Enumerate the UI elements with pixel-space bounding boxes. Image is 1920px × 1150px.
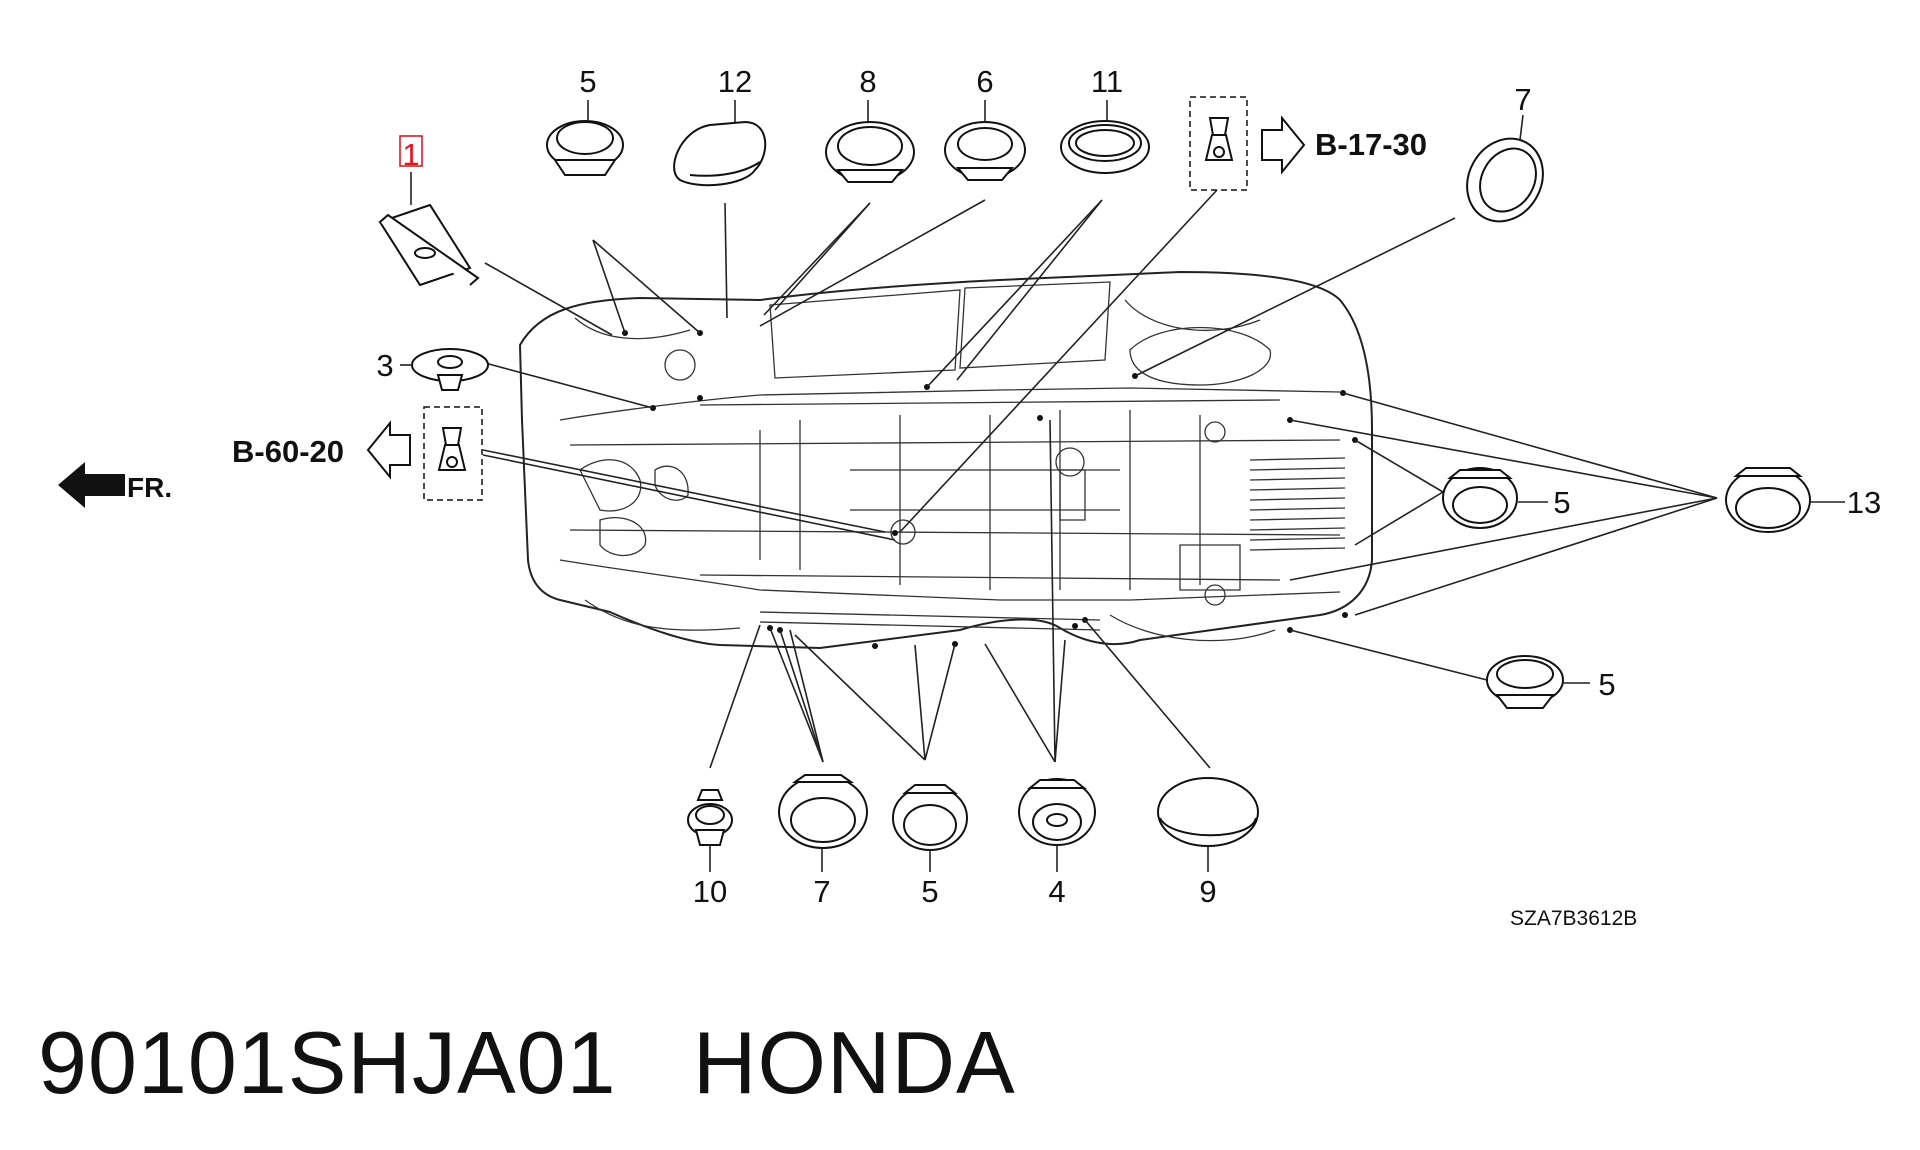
reference-box-front (1189, 96, 1306, 191)
callout-numbers: 1 3 5 12 8 6 11 7 5 13 5 10 7 5 4 9 (376, 64, 1881, 909)
part-plug-9 (1157, 777, 1259, 847)
callout-11: 11 (1091, 64, 1123, 99)
callout-12: 12 (718, 64, 752, 99)
callout-1-highlight (399, 135, 423, 167)
rear-floor-ribs (1249, 457, 1346, 551)
drawing-code: SZA7B3612B (1510, 907, 1637, 930)
brand-name: HONDA (692, 1013, 1016, 1112)
part-clip-3 (411, 348, 489, 391)
part-grommet-5-top (546, 120, 624, 176)
front-indicator-label: FR. (127, 472, 172, 503)
callout-4: 4 (1048, 874, 1065, 909)
callout-3: 3 (376, 348, 393, 383)
part-grommet-13 (1725, 467, 1811, 533)
callout-8: 8 (859, 64, 876, 99)
part-grommet-5-bottom (892, 784, 968, 851)
part-oval-plug-12 (673, 120, 767, 187)
part-grommet-6 (944, 121, 1026, 181)
part-grommet-7-bottom (778, 774, 868, 849)
part-grommet-4 (1018, 778, 1096, 846)
leader-lines (482, 189, 1718, 769)
part-grommet-5-lower-right (1486, 655, 1564, 709)
callout-7-top: 7 (1514, 82, 1531, 117)
callout-5-top: 5 (579, 64, 596, 99)
reference-label-front: B-17-30 (1315, 127, 1427, 162)
callout-13: 13 (1847, 485, 1881, 520)
car-underbody (518, 270, 1373, 650)
part-number-caption: 90101SHJA01 HONDA (38, 1012, 1016, 1114)
callout-1: 1 (402, 137, 419, 172)
part-oval-grommet-11 (1060, 120, 1150, 174)
callout-5-lower-right: 5 (1598, 667, 1615, 702)
part-ring-7-top (1466, 137, 1544, 223)
arrow-left-outline (366, 420, 411, 480)
part-clip-strip (378, 203, 480, 287)
callout-5-right: 5 (1553, 485, 1570, 520)
callout-5-bottom: 5 (921, 874, 938, 909)
callout-7-bottom: 7 (813, 874, 830, 909)
part-number: 90101SHJA01 (38, 1013, 617, 1112)
part-grommet-8 (825, 121, 915, 183)
reference-box-rear (366, 406, 483, 501)
callout-9: 9 (1199, 874, 1216, 909)
part-grommet-5-right (1442, 467, 1518, 529)
callout-6: 6 (976, 64, 993, 99)
front-arrow-icon (58, 462, 125, 508)
arrow-right-outline (1261, 115, 1306, 175)
reference-label-rear: B-60-20 (232, 434, 344, 469)
callout-10: 10 (693, 874, 727, 909)
parts (58, 96, 1811, 851)
part-clip-10 (687, 789, 733, 846)
